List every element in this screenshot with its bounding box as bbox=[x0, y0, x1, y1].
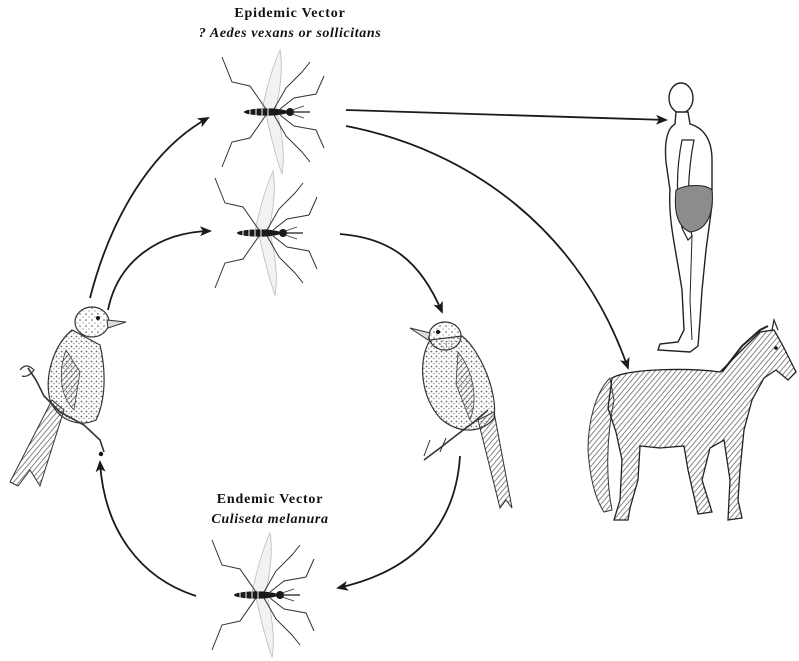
amplifying-mosquito-icon bbox=[215, 171, 317, 295]
arrow-endemic-mosquito-to-left-bird bbox=[100, 462, 196, 596]
endemic-mosquito-icon bbox=[212, 533, 314, 657]
arrow-bird-to-epidemic-mosquito bbox=[90, 118, 208, 298]
arrow-right-bird-to-endemic-mosquito bbox=[338, 456, 460, 588]
arrow-bird-to-amplifying-mosquito bbox=[108, 231, 210, 310]
left-bird-icon bbox=[10, 307, 126, 486]
epidemic-mosquito-icon bbox=[222, 50, 324, 174]
arrow-mosquito-to-right-bird bbox=[340, 234, 442, 312]
human-figure-icon bbox=[658, 83, 712, 352]
right-bird-icon bbox=[410, 322, 512, 508]
arrow-epidemic-to-human bbox=[346, 110, 666, 120]
cycle-arrows bbox=[90, 110, 666, 596]
